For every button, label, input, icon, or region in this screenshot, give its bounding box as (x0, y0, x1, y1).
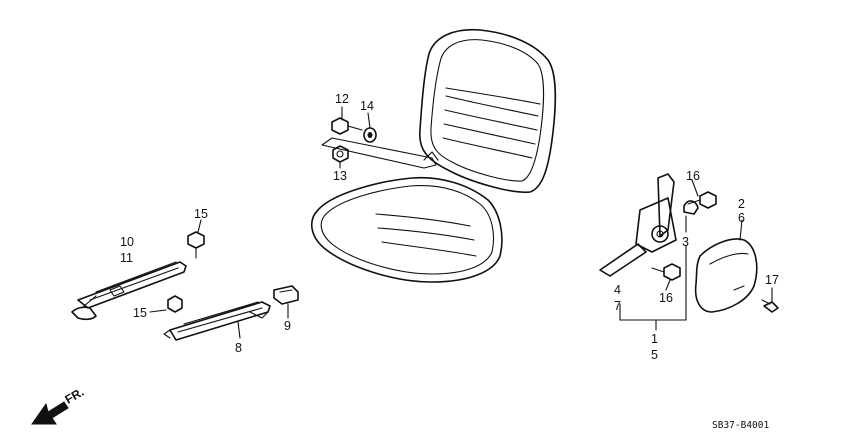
callout-16-upper: 16 (686, 169, 700, 183)
callout-1: 1 (651, 332, 658, 346)
seat-rail-left (71, 261, 187, 321)
callout-13: 13 (333, 169, 347, 183)
bolt-15-lower (167, 295, 183, 313)
washer-14 (363, 127, 377, 143)
callout-15-lower: 15 (133, 306, 147, 320)
recliner-cover (694, 238, 758, 313)
seat-assembly (311, 28, 557, 283)
callout-9: 9 (284, 319, 291, 333)
callout-10: 10 (120, 235, 134, 249)
callout-3: 3 (682, 235, 689, 249)
callout-15-upper: 15 (194, 207, 208, 221)
nut-13 (332, 145, 349, 163)
callout-6: 6 (738, 211, 745, 225)
callout-7: 7 (614, 299, 621, 313)
callout-5: 5 (651, 348, 658, 362)
callout-14: 14 (360, 99, 374, 113)
seat-back-strap (321, 137, 439, 169)
screw-17 (761, 299, 779, 313)
callout-8: 8 (235, 341, 242, 355)
seat-back (419, 28, 557, 193)
drawing-code: SB37-B4001 (712, 420, 769, 431)
bolt-16-upper (687, 191, 717, 209)
clip-9 (273, 285, 299, 305)
recliner-mechanism (599, 173, 677, 277)
front-arrow-icon (31, 401, 69, 425)
callout-12: 12 (335, 92, 349, 106)
callout-11: 11 (120, 251, 133, 265)
seat-rail-right (163, 301, 271, 341)
bolt-16-lower (651, 263, 681, 281)
front-label: FR. (63, 385, 87, 407)
callout-labels: 12 14 13 15 10 11 15 8 9 16 2 6 3 17 4 7… (120, 92, 779, 362)
callout-4: 4 (614, 283, 621, 297)
callout-2: 2 (738, 197, 745, 211)
leader-lines (149, 106, 773, 339)
front-direction-indicator: FR. (31, 385, 87, 425)
bolt-15-upper (187, 231, 205, 259)
bolt-12 (331, 117, 363, 135)
seat-cushion (311, 176, 503, 283)
callout-16-lower: 16 (659, 291, 673, 305)
callout-17: 17 (765, 273, 779, 287)
cap-3 (683, 200, 699, 215)
